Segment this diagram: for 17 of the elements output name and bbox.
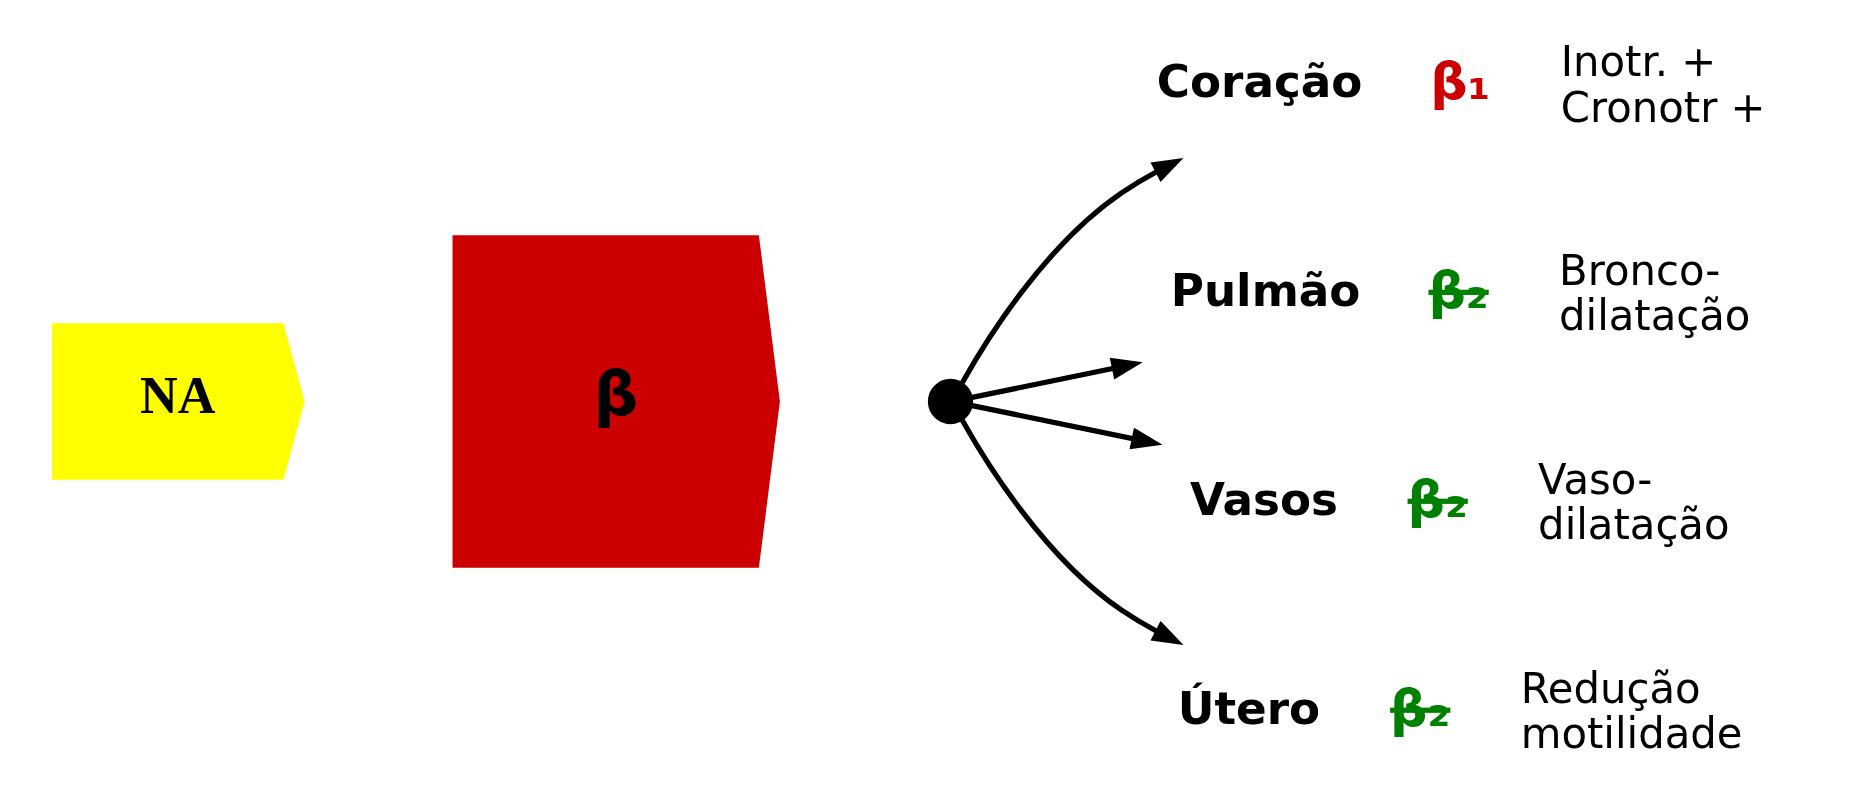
node-label: β₂ xyxy=(1427,260,1489,321)
node-label: β₁ xyxy=(1429,51,1490,112)
node-label: Bronco- dilatação xyxy=(1558,246,1750,341)
node-text: Coração xyxy=(1156,55,1362,109)
node-label: Redução motilidade xyxy=(1520,664,1742,759)
arrow xyxy=(971,357,1143,400)
node-label: Inotr. + Cronotr + xyxy=(1560,37,1766,132)
arrow xyxy=(971,403,1162,450)
arrow xyxy=(959,418,1183,645)
node-label: β₂ xyxy=(1389,678,1450,739)
arrow xyxy=(959,158,1183,385)
node-label: β₂ xyxy=(1407,469,1468,530)
node-label: Vaso- dilatação xyxy=(1537,455,1730,550)
node-circle xyxy=(927,378,973,425)
node-text: Vasos xyxy=(1189,473,1338,527)
node-text: Pulmão xyxy=(1170,264,1360,318)
node-text: Útero xyxy=(1177,682,1320,736)
